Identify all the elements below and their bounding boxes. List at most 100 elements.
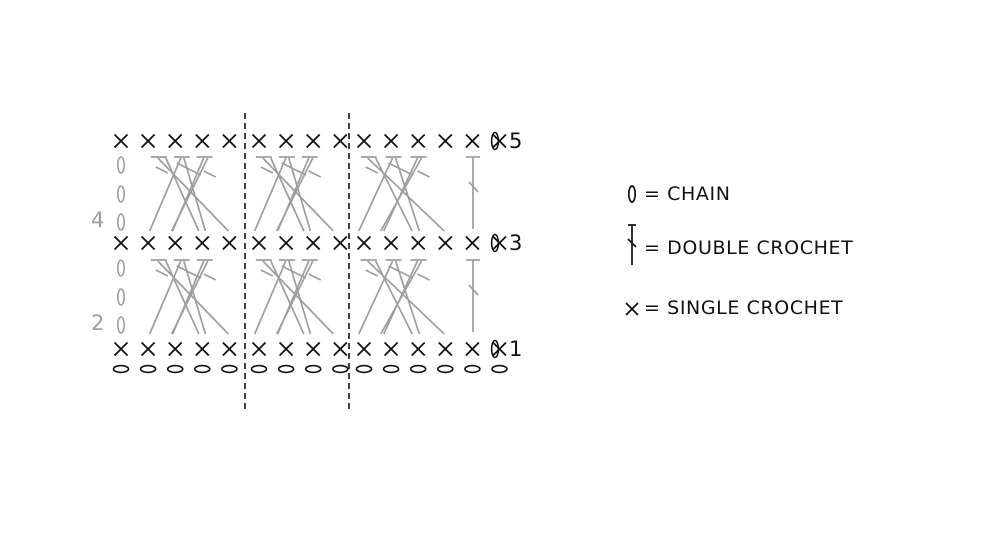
double-crochet-mark: [203, 273, 217, 281]
double-crochet-mark: [293, 271, 307, 279]
single-crochet-stitch: [222, 133, 237, 149]
row-number-3: 3: [509, 231, 523, 255]
single-crochet-stitch: [438, 235, 453, 251]
foundation-chain: [304, 364, 322, 374]
single-crochet-stitch: [222, 235, 237, 251]
double-crochet-stitch: [170, 157, 209, 232]
foundation-chain: [112, 364, 130, 374]
single-crochet-stitch: [278, 133, 294, 149]
double-crochet-stitch: [380, 260, 423, 335]
single-crochet-stitch: [356, 341, 372, 357]
single-crochet-stitch: [411, 341, 426, 357]
double-crochet-mark: [388, 162, 401, 170]
single-crochet-stitch: [140, 235, 156, 251]
single-crochet-stitch: [251, 133, 267, 149]
foundation-chain: [139, 364, 157, 374]
single-crochet-stitch: [306, 235, 321, 251]
double-crochet-stitch: [262, 157, 334, 232]
double-crochet-stitch: [367, 157, 445, 232]
turning-chain: [490, 233, 500, 253]
legend-label-single-crochet: = SINGLE CROCHET: [644, 297, 844, 319]
double-crochet-mark: [388, 265, 401, 273]
single-crochet-stitch: [333, 133, 348, 149]
foundation-chain: [250, 364, 268, 374]
single-crochet-stitch: [251, 341, 267, 357]
single-crochet-stitch: [438, 341, 453, 357]
single-crochet-stitch: [465, 341, 480, 357]
double-crochet-mark: [400, 271, 413, 279]
legend-label-chain: = CHAIN: [644, 183, 731, 205]
turning-chain: [117, 288, 126, 306]
single-crochet-stitch: [168, 133, 183, 149]
single-crochet-stitch: [356, 235, 372, 251]
turning-chain: [117, 156, 126, 174]
single-crochet-stitch: [438, 133, 453, 149]
single-crochet-stitch: [113, 133, 129, 149]
turning-chain: [117, 185, 126, 203]
foundation-chain: [166, 364, 184, 374]
chain-icon: [627, 185, 637, 203]
double-crochet-mark: [468, 284, 479, 296]
double-crochet-stitch: [148, 157, 182, 232]
double-crochet-mark: [176, 162, 190, 170]
double-crochet-mark: [155, 269, 169, 277]
single-crochet-stitch: [195, 133, 210, 149]
double-crochet-mark: [365, 166, 379, 174]
double-crochet-mark: [468, 181, 479, 193]
single-crochet-stitch: [383, 341, 399, 357]
single-crochet-stitch: [306, 341, 321, 357]
turning-chain: [490, 131, 500, 151]
double-crochet-mark: [293, 168, 307, 176]
double-crochet-mark: [400, 168, 413, 176]
single-crochet-stitch: [168, 235, 183, 251]
legend-item-chain: = CHAIN: [622, 179, 731, 209]
foundation-chain: [464, 364, 481, 374]
double-crochet-stitch: [253, 260, 287, 335]
single-crochet-stitch: [383, 133, 399, 149]
row-number-1: 1: [509, 337, 523, 361]
foundation-chain: [221, 364, 238, 374]
single-crochet-stitch: [195, 341, 210, 357]
double-crochet-mark: [188, 271, 202, 279]
double-crochet-stitch: [165, 157, 200, 232]
double-crochet-mark: [155, 166, 169, 174]
double-crochet-mark: [417, 273, 430, 281]
foundation-chain: [277, 364, 295, 374]
foundation-chain: [436, 364, 454, 374]
legend-label-double-crochet: = DOUBLE CROCHET: [644, 237, 854, 259]
double-crochet-stitch: [358, 260, 394, 335]
double-crochet-mark: [281, 265, 295, 273]
single-crochet-stitch: [140, 133, 156, 149]
double-crochet-stitch: [182, 260, 207, 335]
single-crochet-stitch: [278, 341, 294, 357]
double-crochet-mark: [176, 265, 190, 273]
turning-chain: [117, 259, 126, 277]
foundation-chain: [382, 364, 400, 374]
double-crochet-mark: [308, 273, 322, 281]
row-number-4: 4: [91, 208, 105, 232]
double-crochet-stitch: [157, 157, 229, 232]
double-crochet-stitch: [270, 157, 305, 232]
single-crochet-stitch: [465, 235, 480, 251]
foundation-chain: [409, 364, 427, 374]
double-crochet-stitch: [148, 260, 182, 335]
row-number-2: 2: [91, 311, 105, 335]
double-crochet-stitch: [394, 157, 421, 232]
single-crochet-icon: [625, 302, 639, 316]
single-crochet-stitch: [383, 235, 399, 251]
single-crochet-stitch: [333, 341, 348, 357]
double-crochet-stitch: [380, 157, 423, 232]
double-crochet-mark: [260, 269, 274, 277]
double-crochet-mark: [417, 170, 430, 178]
double-crochet-stitch: [394, 260, 421, 335]
single-crochet-stitch: [222, 341, 237, 357]
single-crochet-stitch: [492, 133, 507, 149]
double-crochet-stitch: [253, 157, 287, 232]
double-crochet-stitch: [262, 260, 334, 335]
single-crochet-stitch: [168, 341, 183, 357]
single-crochet-stitch: [411, 133, 426, 149]
double-crochet-stitch: [170, 260, 209, 335]
double-crochet-stitch: [367, 260, 445, 335]
